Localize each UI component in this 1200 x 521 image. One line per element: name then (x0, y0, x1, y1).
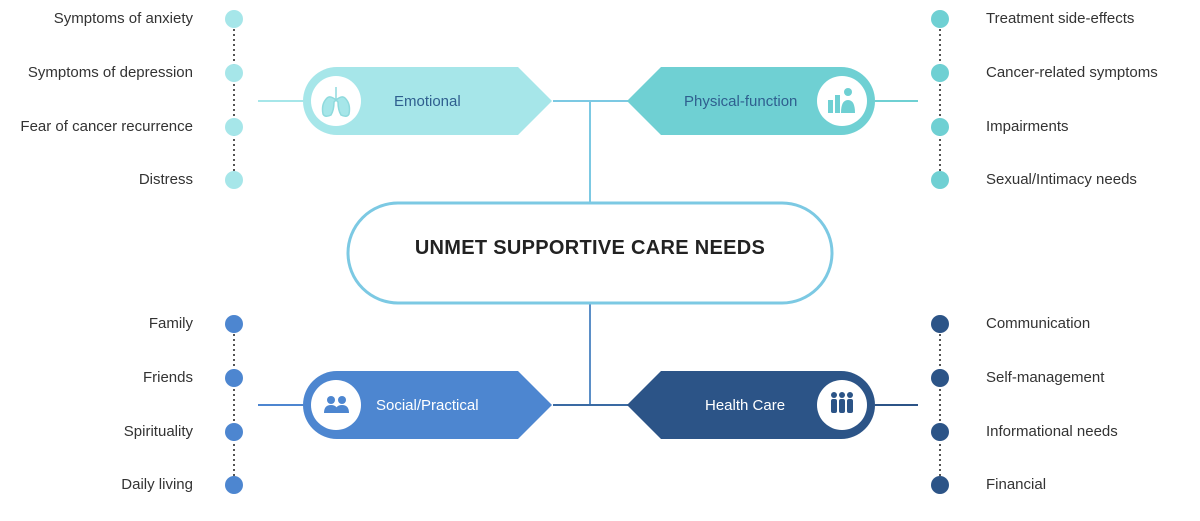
emotional-item: Distress (138, 171, 193, 188)
center-title: UNMET SUPPORTIVE CARE NEEDS (414, 237, 766, 259)
healthcare-dots (931, 315, 949, 494)
healthcare-item: Financial (986, 476, 1047, 493)
item-dot (225, 118, 243, 136)
people-chart-icon (817, 76, 867, 126)
item-dot (225, 476, 243, 494)
physical-item: Treatment side-effects (986, 10, 1135, 27)
healthcare-label: Health Care (705, 397, 786, 414)
item-dot (225, 423, 243, 441)
healthcare-item: Self-management (986, 369, 1105, 386)
healthcare-shape (627, 371, 875, 439)
social-dots (225, 315, 243, 494)
emotional-dots (225, 10, 243, 189)
item-dot (931, 476, 949, 494)
item-dot (225, 369, 243, 387)
social-item: Family (148, 315, 193, 332)
item-dot (931, 10, 949, 28)
item-dot (931, 118, 949, 136)
item-dot (225, 10, 243, 28)
item-dot (931, 423, 949, 441)
healthcare-item: Informational needs (986, 423, 1118, 440)
social-shape (303, 371, 552, 439)
social-item: Daily living (121, 476, 193, 493)
social-label: Social/Practical (376, 397, 479, 414)
healthcare-item: Communication (986, 315, 1091, 332)
medical-team-icon (817, 380, 867, 430)
social-item: Spirituality (123, 423, 193, 440)
emotional-shape (303, 67, 552, 135)
physical-dots (931, 10, 949, 189)
item-dot (931, 64, 949, 82)
physical-label: Physical-function (684, 93, 798, 110)
item-dot (225, 64, 243, 82)
people-icon (311, 380, 361, 430)
emotional-item: Symptoms of depression (27, 64, 193, 81)
physical-item: Impairments (986, 118, 1069, 135)
item-dot (931, 171, 949, 189)
emotional-item: Symptoms of anxiety (53, 10, 193, 27)
item-dot (225, 315, 243, 333)
center-box (346, 201, 834, 305)
lungs-icon (311, 76, 361, 126)
physical-item: Cancer-related symptoms (986, 64, 1158, 81)
item-dot (931, 315, 949, 333)
item-dot (931, 369, 949, 387)
emotional-item: Fear of cancer recurrence (20, 118, 193, 135)
physical-item: Sexual/Intimacy needs (986, 171, 1137, 188)
item-dot (225, 171, 243, 189)
social-item: Friends (142, 369, 193, 386)
physical-shape (627, 67, 875, 135)
emotional-label: Emotional (394, 93, 461, 110)
